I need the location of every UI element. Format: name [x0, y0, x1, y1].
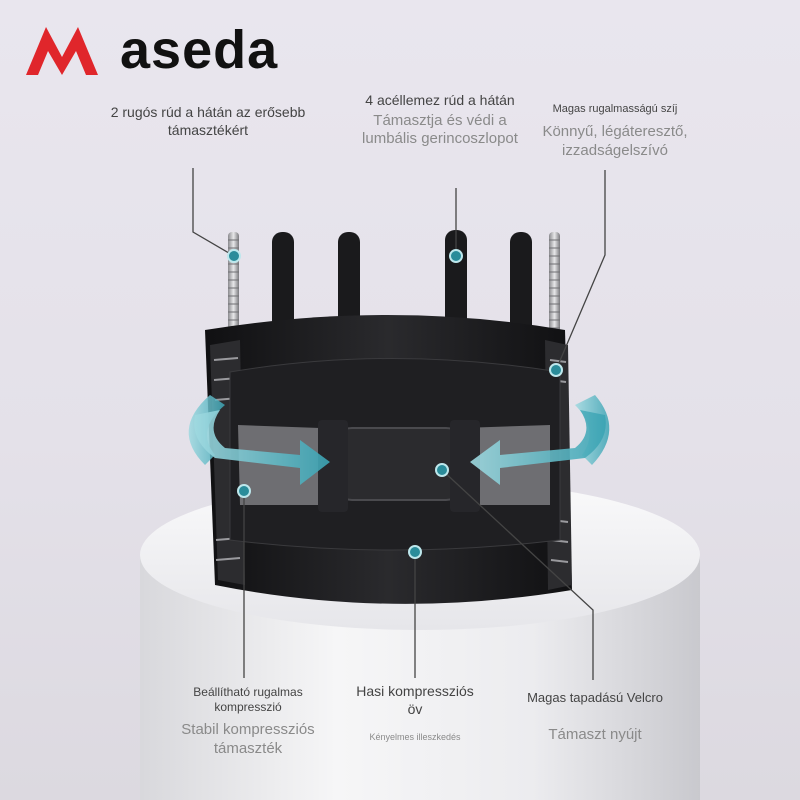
logo-text: aseda — [120, 20, 279, 80]
callout-top-left-title: 2 rugós rúd a hátán az erősebb támaszték… — [110, 104, 306, 138]
callout-top-right: Magas rugalmasságú szíj Könnyű, légátere… — [520, 103, 710, 160]
callout-bottom-left-subtitle: Stabil kompressziós támaszték — [181, 721, 315, 757]
callout-bottom-center: Hasi kompressziós öv Kényelmes illeszked… — [335, 683, 495, 743]
callout-top-center-subtitle: Támasztja és védi a lumbális gerincoszlo… — [362, 111, 518, 148]
callout-dots — [227, 249, 563, 559]
callout-top-left: 2 rugós rúd a hátán az erősebb támaszték… — [108, 104, 308, 139]
callout-top-center-title: 4 acéllemez rúd a hátán — [365, 92, 515, 108]
callout-bottom-right: Magas tapadású Velcro Támaszt nyújt — [500, 690, 690, 745]
callout-bottom-center-title: Hasi kompressziós öv — [356, 683, 474, 717]
callout-top-right-subtitle: Könnyű, légáteresztő, izzadságelszívó — [542, 122, 688, 159]
callout-top-center: 4 acéllemez rúd a hátán Támasztja és véd… — [340, 92, 540, 149]
callout-lines — [192, 168, 606, 680]
callout-bottom-left-title: Beállítható rugalmas kompresszió — [193, 685, 303, 714]
brand-logo: aseda — [22, 20, 278, 80]
callout-bottom-left: Beállítható rugalmas kompresszió Stabil … — [158, 685, 338, 759]
logo-mark-icon — [26, 27, 98, 75]
callout-top-right-title: Magas rugalmasságú szíj — [552, 103, 678, 115]
compression-arrows — [188, 395, 610, 485]
callout-bottom-right-title: Magas tapadású Velcro — [527, 690, 663, 705]
callout-bottom-right-subtitle: Támaszt nyújt — [548, 726, 642, 744]
callout-bottom-center-subtitle: Kényelmes illeszkedés — [369, 732, 461, 742]
